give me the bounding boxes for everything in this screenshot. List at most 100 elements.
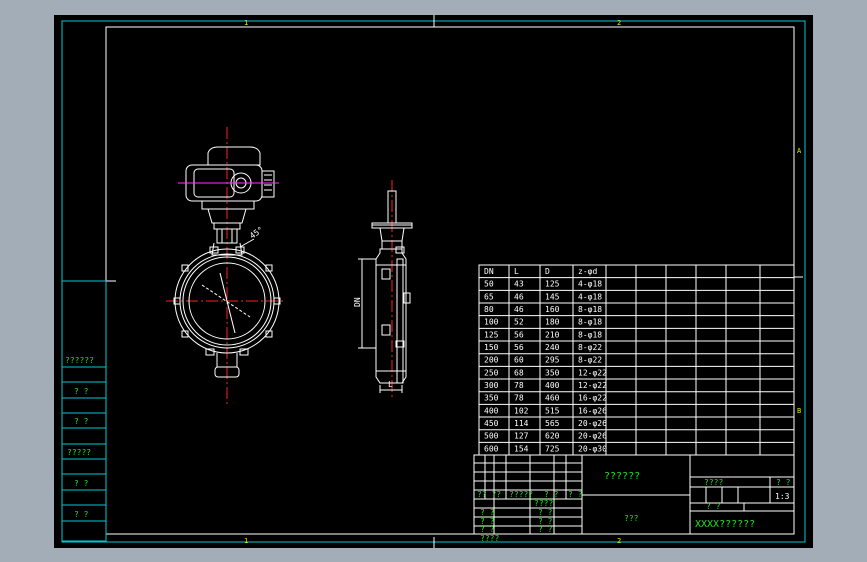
- spec-cell: 620: [545, 432, 560, 441]
- actuator-cap: [207, 146, 261, 166]
- left-panel-frame: [61, 280, 107, 542]
- spec-cell: 20-φ26: [578, 432, 607, 441]
- sign-cell-2: ? ?: [480, 517, 495, 526]
- stage-label: ????: [704, 478, 723, 487]
- spec-cell: 114: [514, 419, 529, 428]
- sheet-label-2: ? ?: [706, 502, 721, 511]
- spec-cell: 400: [484, 406, 499, 415]
- spec-cell: 50: [484, 280, 494, 289]
- spec-cell: 8-φ18: [578, 318, 602, 327]
- spec-cell: 300: [484, 381, 499, 390]
- sign-cell-3: ? ?: [480, 525, 495, 534]
- title-block: ?????? ??? XXXX?????? ???? ? ? 1:3 ? ? ?…: [473, 454, 795, 543]
- spec-cell: 295: [545, 356, 560, 365]
- spec-cell: 160: [545, 305, 560, 314]
- spec-cell: 12-φ22: [578, 381, 607, 390]
- left-panel-label-3: ? ?: [74, 417, 89, 426]
- disc-edge: [219, 272, 236, 334]
- spec-header-cell: L: [514, 267, 519, 276]
- spec-cell: 600: [484, 444, 499, 453]
- spec-cell: 52: [514, 318, 524, 327]
- spec-cell: 8-φ18: [578, 330, 602, 339]
- title-block-frame: [473, 454, 795, 535]
- spec-cell: 56: [514, 330, 524, 339]
- spec-cell: 145: [545, 292, 560, 301]
- spec-cell: 460: [545, 394, 560, 403]
- spec-cell: 180: [545, 318, 560, 327]
- bolt-lugs: [173, 246, 281, 356]
- spec-cell: 565: [545, 419, 560, 428]
- cad-viewport[interactable]: 1 2 1 2 A B ?????? ? ? ? ? ????? ? ? ? ?: [54, 15, 813, 548]
- l-label: L: [388, 380, 393, 389]
- valve-front-view: 45°: [166, 127, 286, 407]
- spec-cell: 500: [484, 432, 499, 441]
- date-cell-4: ? ?: [538, 525, 553, 534]
- spec-cell: 127: [514, 432, 529, 441]
- spec-cell: 46: [514, 305, 524, 314]
- left-panel: ?????? ? ? ? ? ????? ? ? ? ?: [61, 280, 107, 542]
- spec-cell: 154: [514, 444, 529, 453]
- spec-cell: 150: [484, 343, 499, 352]
- spec-cell: 8-φ22: [578, 356, 602, 365]
- spec-cell: 400: [545, 381, 560, 390]
- sign-cell-4: ????: [480, 534, 499, 543]
- zone-right-b: B: [797, 407, 801, 415]
- left-panel-label-6: ? ?: [74, 510, 89, 519]
- spec-cell: 12-φ22: [578, 368, 607, 377]
- left-panel-label-5: ? ?: [74, 479, 89, 488]
- spec-header-cell: z-φd: [578, 267, 597, 276]
- material-label: ???: [624, 514, 639, 523]
- spec-cell: 100: [484, 318, 499, 327]
- spec-cell: 250: [484, 368, 499, 377]
- valve-bore: [188, 262, 266, 340]
- spec-cell: 200: [484, 356, 499, 365]
- company-name: XXXX??????: [695, 519, 755, 530]
- left-panel-label-4: ?????: [67, 448, 91, 457]
- spec-cell: 125: [545, 280, 560, 289]
- spec-cell: 450: [484, 419, 499, 428]
- inner-frame: [105, 26, 795, 535]
- spec-cell: 68: [514, 368, 524, 377]
- spec-cell: 725: [545, 444, 560, 453]
- bottom-trunnion: [214, 366, 240, 378]
- valve-body-outer: [174, 248, 280, 354]
- date-cell-1: ????: [534, 499, 553, 508]
- top-flange: [371, 222, 413, 229]
- rev-cell-3: ? ?: [544, 490, 559, 499]
- zone-top-2: 2: [617, 19, 621, 27]
- zone-bottom-2: 2: [617, 537, 621, 545]
- dn-label: DN: [353, 297, 362, 307]
- spec-cell: 515: [545, 406, 560, 415]
- left-panel-label-1: ??????: [65, 356, 94, 365]
- zone-right-a: A: [797, 147, 802, 155]
- drawing-name: ??????: [604, 471, 640, 482]
- rev-cell-1: ?? ??: [477, 490, 501, 499]
- rev-cell-2: ?????: [509, 490, 533, 499]
- spec-cell: 350: [484, 394, 499, 403]
- spec-cell: 102: [514, 406, 529, 415]
- spec-cell: 8-φ22: [578, 343, 602, 352]
- spec-cell: 60: [514, 356, 524, 365]
- rev-cell-4: ? ?: [568, 490, 583, 499]
- spec-cell: 78: [514, 381, 524, 390]
- spec-header-cell: D: [545, 267, 550, 276]
- outer-frame: [61, 20, 806, 543]
- spec-cell: 240: [545, 343, 560, 352]
- spec-cell: 4-φ18: [578, 280, 602, 289]
- zone-top-1: 1: [244, 19, 248, 27]
- spec-cell: 8-φ18: [578, 305, 602, 314]
- spec-cell: 56: [514, 343, 524, 352]
- side-body: [375, 248, 407, 384]
- sheet-label: ? ?: [776, 478, 791, 487]
- spec-cell: 16-φ22: [578, 394, 607, 403]
- drawing-canvas: 1 2 1 2 A B ?????? ? ? ? ? ????? ? ? ? ?: [61, 15, 806, 548]
- scale-value: 1:3: [775, 492, 790, 501]
- spec-cell: 65: [484, 292, 494, 301]
- spec-cell: 43: [514, 280, 524, 289]
- zone-bottom-1: 1: [244, 537, 248, 545]
- date-cell-2: ? ?: [538, 508, 553, 517]
- spec-cell: 4-φ18: [578, 292, 602, 301]
- date-cell-3: ? ?: [538, 517, 553, 526]
- sign-cell-1: ? ?: [480, 508, 495, 517]
